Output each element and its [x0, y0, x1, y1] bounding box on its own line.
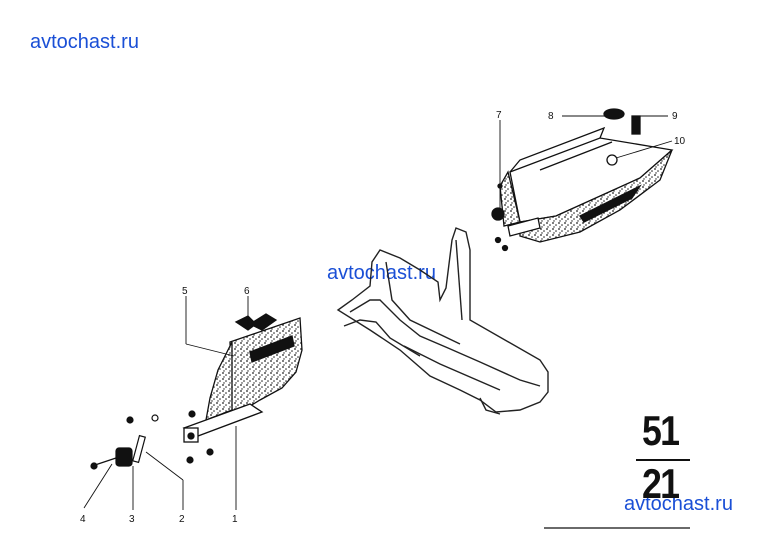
- part-label: 8: [548, 111, 554, 122]
- part-label: 5: [182, 286, 188, 297]
- watermark-bottom: avtochast.ru: [624, 493, 733, 515]
- group-number-top: 51: [642, 407, 680, 454]
- part-labels: 1 2 3 4 5 6 7 8 9 10: [80, 110, 686, 525]
- part-label: 10: [674, 136, 686, 147]
- group-number-bottom: 21: [642, 460, 680, 507]
- leader-lines: [83, 115, 673, 510]
- part-label: 4: [80, 514, 86, 525]
- part-label: 3: [129, 514, 135, 525]
- watermark-center: avtochast.ru: [327, 262, 436, 284]
- center-console: [336, 227, 549, 415]
- part-label: 1: [232, 514, 238, 525]
- part-label: 2: [179, 514, 185, 525]
- part-label: 7: [496, 110, 502, 121]
- glovebox-upper: [491, 108, 674, 252]
- watermark-top: avtochast.ru: [30, 31, 139, 53]
- glovebox-lower: [182, 313, 303, 443]
- part-label: 9: [672, 111, 678, 122]
- hardware-lower: [90, 410, 214, 470]
- part-label: 6: [244, 286, 250, 297]
